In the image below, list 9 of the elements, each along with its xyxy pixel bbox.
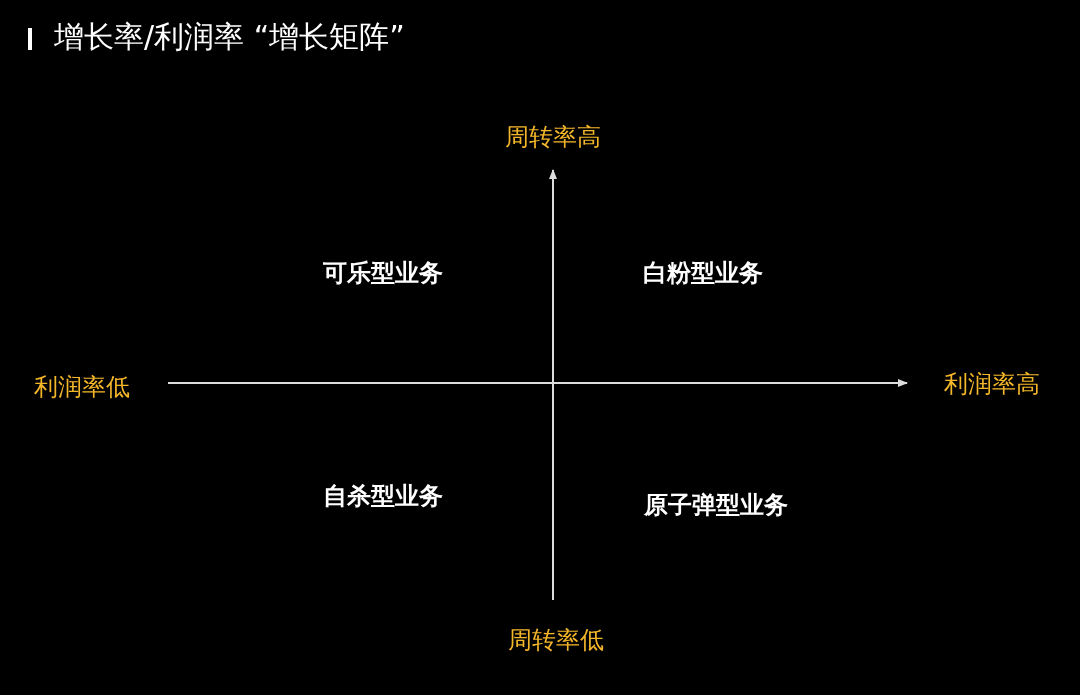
quadrant-label: 自杀型业务 bbox=[323, 481, 443, 511]
quadrant-label: 原子弹型业务 bbox=[644, 490, 788, 520]
axis-label: 利润率低 bbox=[34, 372, 130, 402]
title: 增长率/利润率 “增长矩阵” bbox=[54, 19, 405, 55]
quadrant-label: 可乐型业务 bbox=[323, 258, 443, 288]
axis-label: 周转率高 bbox=[505, 122, 601, 152]
axis-label: 周转率低 bbox=[508, 625, 604, 655]
axis-label: 利润率高 bbox=[944, 369, 1040, 399]
quadrant-label: 白粉型业务 bbox=[643, 258, 763, 288]
